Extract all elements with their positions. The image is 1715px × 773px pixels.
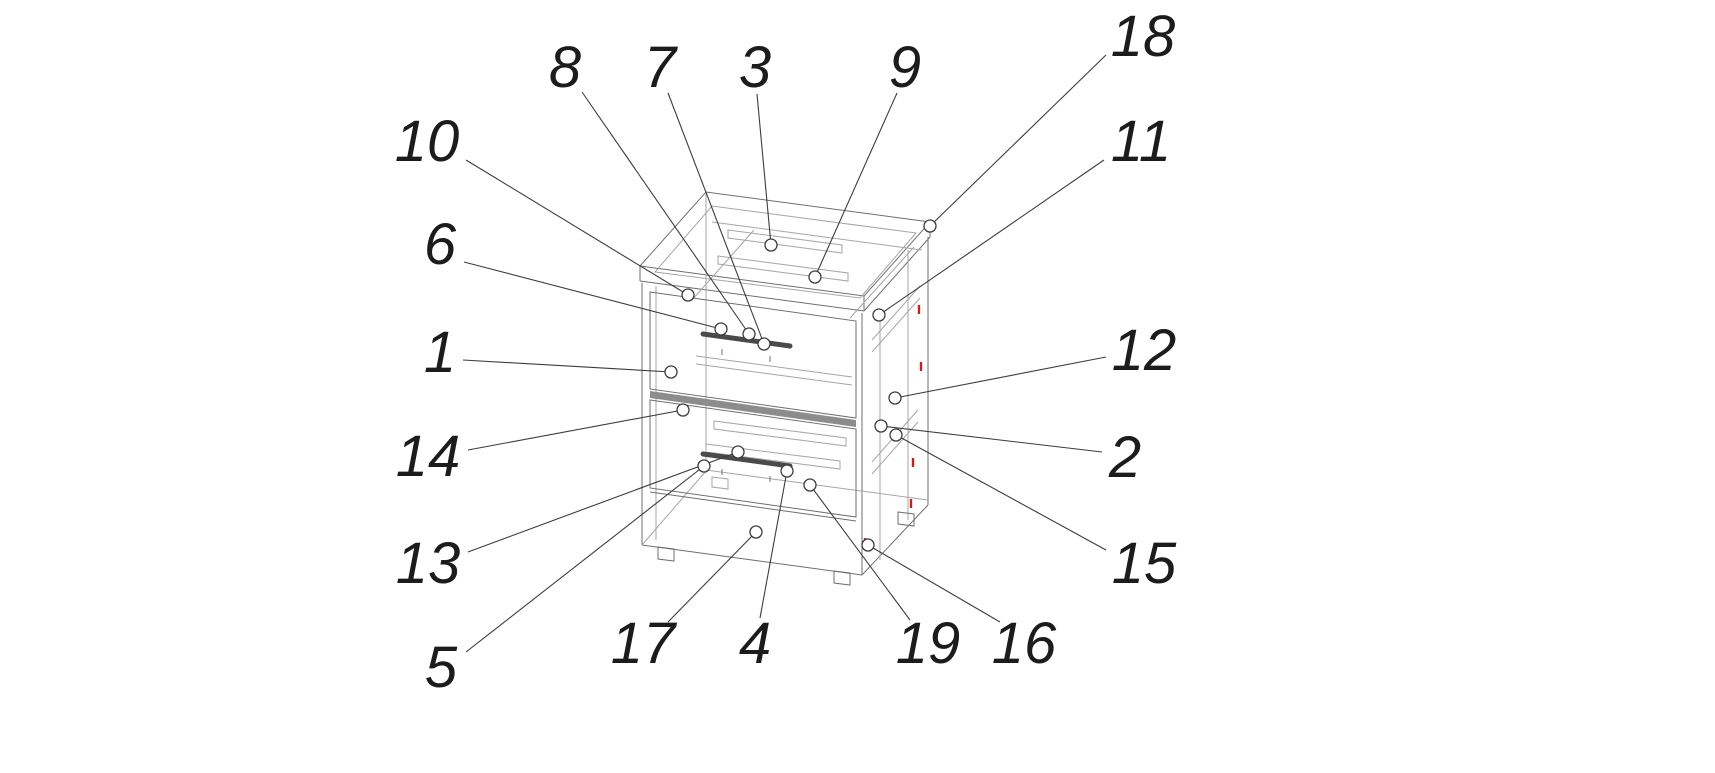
leader-line-1 bbox=[462, 359, 672, 373]
callout-label-15: 15 bbox=[1111, 531, 1177, 596]
drawer-box-internals bbox=[695, 229, 921, 475]
part-marker-4 bbox=[780, 464, 794, 478]
part-marker-7 bbox=[757, 337, 771, 351]
callout-label-18: 18 bbox=[1110, 4, 1176, 69]
callout-label-13: 13 bbox=[395, 531, 461, 596]
part-marker-1 bbox=[664, 365, 678, 379]
leader-line-17 bbox=[667, 531, 757, 623]
leader-line-16 bbox=[867, 544, 1001, 623]
drawer-handles bbox=[700, 331, 793, 469]
bottom-drawer-handle-icon bbox=[700, 451, 793, 469]
callout-label-16: 16 bbox=[991, 611, 1057, 676]
part-marker-10 bbox=[681, 288, 695, 302]
callout-label-6: 6 bbox=[423, 212, 457, 277]
hidden-edges bbox=[641, 194, 929, 560]
part-marker-15 bbox=[889, 428, 903, 442]
leader-line-18 bbox=[929, 54, 1107, 227]
callout-label-14: 14 bbox=[395, 424, 461, 489]
leader-line-5 bbox=[465, 465, 705, 653]
callout-label-4: 4 bbox=[738, 611, 772, 676]
part-marker-2 bbox=[874, 419, 888, 433]
leader-line-13 bbox=[467, 451, 739, 553]
part-marker-16 bbox=[861, 538, 875, 552]
carcass-edges bbox=[641, 237, 929, 576]
drawer-gap-band bbox=[650, 391, 856, 427]
callout-label-11: 11 bbox=[1110, 109, 1172, 174]
leader-line-8 bbox=[581, 91, 750, 335]
callout-label-5: 5 bbox=[424, 635, 458, 700]
callout-label-10: 10 bbox=[394, 109, 460, 174]
leader-line-14 bbox=[467, 409, 684, 451]
callout-label-12: 12 bbox=[1111, 318, 1177, 383]
part-marker-11 bbox=[872, 308, 886, 322]
cabinet-drawing bbox=[638, 191, 932, 586]
leader-line-15 bbox=[895, 434, 1107, 551]
leader-line-6 bbox=[463, 261, 722, 330]
leader-line-11 bbox=[878, 159, 1105, 316]
part-marker-19 bbox=[803, 478, 817, 492]
cabinet-feet bbox=[657, 476, 915, 586]
bottom-drawer-gap-line bbox=[649, 491, 857, 522]
top-panel-thickness bbox=[639, 222, 931, 312]
part-marker-12 bbox=[888, 391, 902, 405]
part-marker-9 bbox=[808, 270, 822, 284]
bottom-drawer-front bbox=[649, 399, 857, 518]
leader-line-12 bbox=[894, 356, 1107, 399]
callout-label-3: 3 bbox=[738, 35, 772, 100]
callout-label-9: 9 bbox=[888, 35, 922, 100]
leader-line-7 bbox=[667, 92, 765, 345]
top-drawer-front bbox=[649, 291, 857, 419]
callout-label-17: 17 bbox=[610, 611, 676, 676]
callout-label-1: 1 bbox=[423, 320, 457, 385]
leader-line-9 bbox=[814, 92, 898, 278]
callout-label-7: 7 bbox=[643, 35, 677, 100]
part-marker-17 bbox=[749, 525, 763, 539]
leader-lines bbox=[462, 54, 1107, 653]
part-marker-18 bbox=[923, 219, 937, 233]
part-markers bbox=[664, 219, 937, 552]
callout-label-8: 8 bbox=[548, 35, 582, 100]
part-marker-5 bbox=[697, 459, 711, 473]
callout-label-2: 2 bbox=[1108, 425, 1142, 490]
leader-line-2 bbox=[880, 425, 1103, 453]
leader-line-10 bbox=[465, 159, 689, 296]
part-marker-8 bbox=[742, 327, 756, 341]
part-marker-6 bbox=[714, 322, 728, 336]
leader-line-19 bbox=[809, 484, 911, 621]
fastener-marks bbox=[863, 305, 923, 547]
callout-label-19: 19 bbox=[895, 611, 961, 676]
part-marker-3 bbox=[764, 238, 778, 252]
leader-line-4 bbox=[759, 470, 788, 619]
top-panel-inner-edge bbox=[654, 205, 917, 299]
top-panel bbox=[638, 191, 932, 297]
part-marker-13 bbox=[731, 445, 745, 459]
leader-line-3 bbox=[756, 93, 772, 246]
handle-mount-ticks bbox=[721, 349, 771, 482]
part-marker-14 bbox=[676, 403, 690, 417]
